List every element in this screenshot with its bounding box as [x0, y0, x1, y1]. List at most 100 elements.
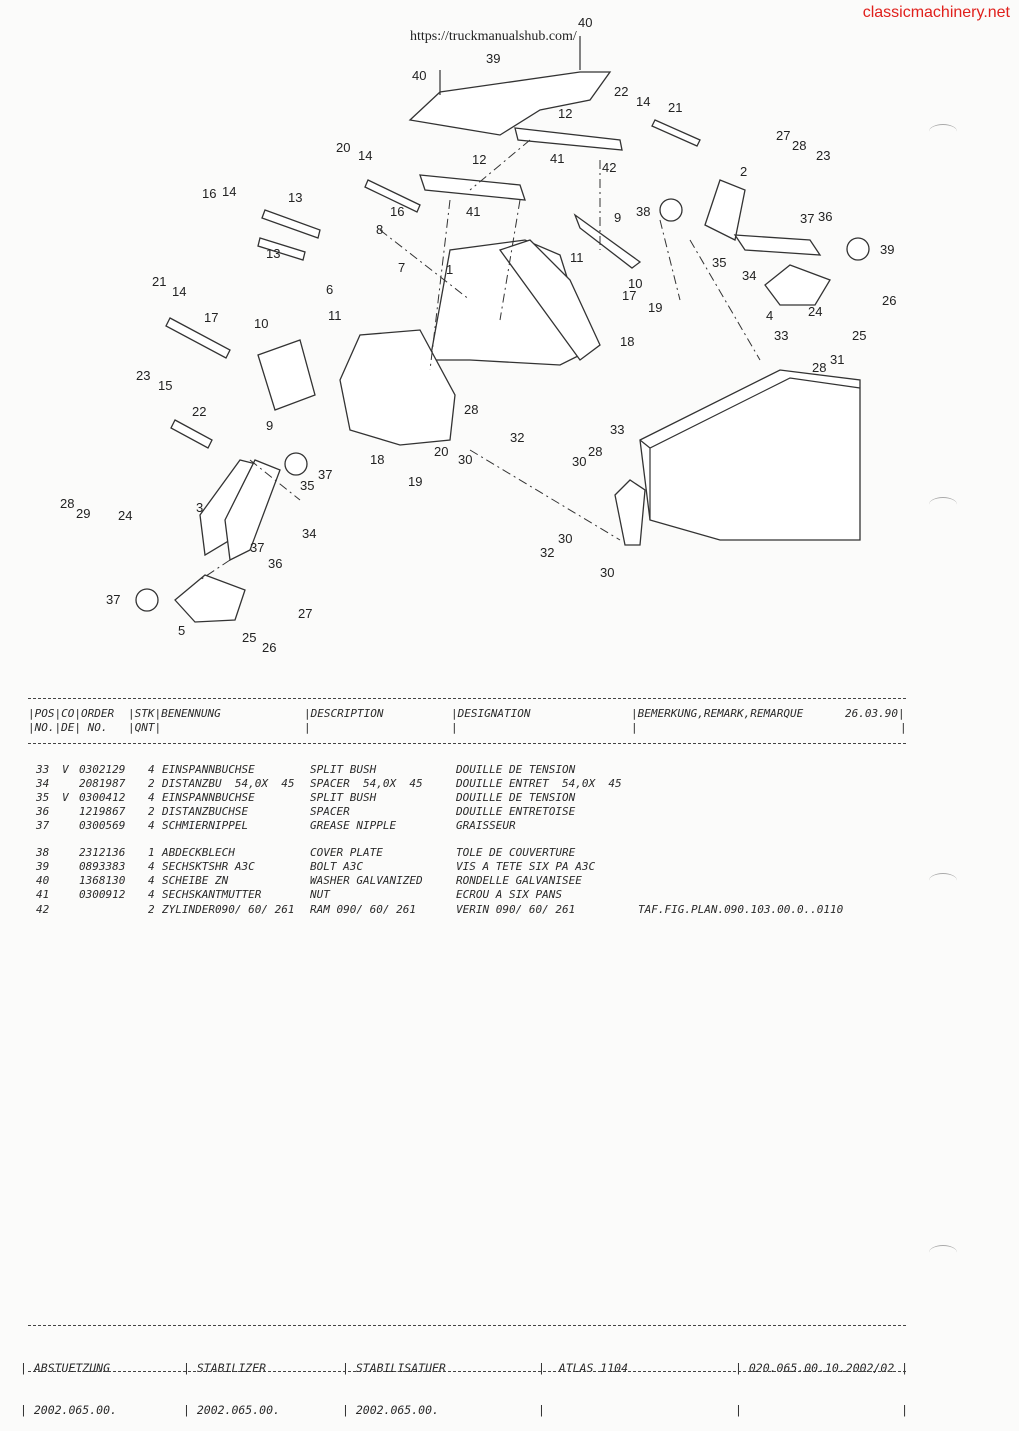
callout-label: 26 — [882, 293, 896, 308]
description-cell: SPLIT BUSH — [310, 763, 377, 776]
table-row: 37 0300569 4 SCHMIERNIPPEL GREASE NIPPLE… — [28, 819, 908, 833]
callout-label: 22 — [192, 404, 206, 419]
order-cell: 1368130 — [79, 874, 126, 887]
designation-cell: DOUILLE ENTRETOISE — [456, 805, 576, 818]
benennung-cell: ABDECKBLECH — [162, 846, 235, 859]
table-row: 33 V 0302129 4 EINSPANNBUCHSE SPLIT BUSH… — [28, 763, 908, 777]
footer-bottom-rule — [28, 1371, 906, 1372]
callout-label: 42 — [602, 160, 616, 175]
table-top-rule — [28, 698, 906, 699]
order-cell: 0302129 — [79, 763, 126, 776]
footer-line2: | 2002.065.00. — [20, 1403, 117, 1417]
callout-label: 10 — [254, 316, 268, 331]
callout-label: 12 — [472, 152, 486, 167]
pos-cell: 35 — [36, 791, 50, 804]
col-qty-benennung: |STK|BENENNUNG — [128, 707, 221, 720]
co-cell: V — [62, 763, 69, 776]
qty-cell: 4 — [148, 874, 155, 887]
co-cell: V — [62, 791, 69, 804]
order-cell: 0893383 — [79, 860, 126, 873]
callout-label: 29 — [76, 506, 90, 521]
callout-label: 20 — [336, 140, 350, 155]
callout-label: 36 — [818, 209, 832, 224]
qty-cell: 4 — [148, 819, 155, 832]
description-cell: SPACER — [310, 805, 350, 818]
callout-label: 28 — [588, 444, 602, 459]
footer-line2: | — [538, 1403, 545, 1417]
callout-label: 28 — [792, 138, 806, 153]
qty-cell: 2 — [148, 903, 155, 916]
qty-cell: 2 — [148, 805, 155, 818]
callout-label: 24 — [118, 508, 132, 523]
benennung-cell: DISTANZBU 54,0X 45 — [162, 777, 295, 790]
callout-label: 15 — [158, 378, 172, 393]
order-cell: 2081987 — [79, 777, 126, 790]
callout-label: 14 — [172, 284, 186, 299]
col-designation: |DESIGNATION — [451, 707, 531, 720]
pos-cell: 41 — [36, 888, 50, 901]
table-row: 35 V 0300412 4 EINSPANNBUCHSE SPLIT BUSH… — [28, 791, 908, 805]
remark-cell: TAF.FIG.PLAN.090.103.00.0..0110 — [638, 903, 844, 916]
callout-label: 23 — [816, 148, 830, 163]
callout-label: 7 — [398, 260, 405, 275]
callout-label: 30 — [458, 452, 472, 467]
footer-line2: | | — [735, 1403, 909, 1417]
footer-top-rule — [28, 1325, 906, 1326]
table-row: 38 2312136 1 ABDECKBLECH COVER PLATE TOL… — [28, 846, 908, 860]
callout-label: 38 — [636, 204, 650, 219]
benennung-cell: SECHSKANTMUTTER — [162, 888, 262, 901]
footer-line1: | STABILISATUER — [342, 1361, 446, 1375]
footer-line1: | ABSTUETZUNG — [20, 1361, 111, 1375]
callout-label: 25 — [242, 630, 256, 645]
description-cell: BOLT A3C — [310, 860, 363, 873]
pos-cell: 38 — [36, 846, 50, 859]
callout-label: 10 — [628, 276, 642, 291]
callout-label: 11 — [570, 250, 584, 265]
table-row: 41 0300912 4 SECHSKANTMUTTER NUT ECROU A… — [28, 888, 908, 902]
callout-label: 4 — [766, 308, 773, 323]
description-cell: COVER PLATE — [310, 846, 383, 859]
table-row: 34 2081987 2 DISTANZBU 54,0X 45 SPACER 5… — [28, 777, 908, 791]
order-cell: 0300912 — [79, 888, 126, 901]
pos-cell: 33 — [36, 763, 50, 776]
col-description-sub: | — [304, 721, 311, 734]
designation-cell: RONDELLE GALVANISEE — [456, 874, 582, 887]
callout-label: 28 — [464, 402, 478, 417]
callout-label: 14 — [222, 184, 236, 199]
callout-label: 28 — [60, 496, 74, 511]
footer-line2: | 2002.065.00. — [183, 1403, 280, 1417]
callout-label: 14 — [636, 94, 650, 109]
callout-label: 3 — [196, 500, 203, 515]
watermark: classicmachinery.net — [862, 4, 1010, 21]
callout-label: 37 — [106, 592, 120, 607]
description-cell: GREASE NIPPLE — [310, 819, 397, 832]
page-edge-mark — [929, 497, 957, 512]
qty-cell: 4 — [148, 888, 155, 901]
page-edge-mark — [929, 873, 957, 888]
callout-label: 35 — [712, 255, 726, 270]
callout-label: 13 — [266, 246, 280, 261]
callout-label: 25 — [852, 328, 866, 343]
callout-label: 9 — [614, 210, 621, 225]
designation-cell: DOUILLE DE TENSION — [456, 763, 576, 776]
callout-label: 30 — [572, 454, 586, 469]
callout-label: 41 — [550, 151, 564, 166]
callout-label: 39 — [880, 242, 894, 257]
footer-cell-name-fr: | STABILISATUER | 2002.065.00. — [342, 1333, 446, 1431]
table-header-row: |POS|CO|ORDER |STK|BENENNUNG |DESCRIPTIO… — [28, 707, 908, 737]
callout-label: 34 — [302, 526, 316, 541]
qty-cell: 4 — [148, 763, 155, 776]
callout-label: 27 — [776, 128, 790, 143]
qty-cell: 4 — [148, 860, 155, 873]
footer-cell-model: | ATLAS 1104 | — [538, 1333, 628, 1431]
col-designation-sub: | — [451, 721, 458, 734]
callout-label: 40 — [578, 15, 592, 30]
callout-label: 6 — [326, 282, 333, 297]
pos-cell: 37 — [36, 819, 50, 832]
footer-line1: | ATLAS 1104 — [538, 1361, 629, 1375]
callout-label: 39 — [486, 51, 500, 66]
description-cell: NUT — [310, 888, 330, 901]
designation-cell: VIS A TETE SIX PA A3C — [456, 860, 596, 873]
designation-cell: VERIN 090/ 60/ 261 — [456, 903, 576, 916]
footer-cell-docnumber: | 020.065.00.10.2002/02 | | | — [735, 1333, 908, 1431]
